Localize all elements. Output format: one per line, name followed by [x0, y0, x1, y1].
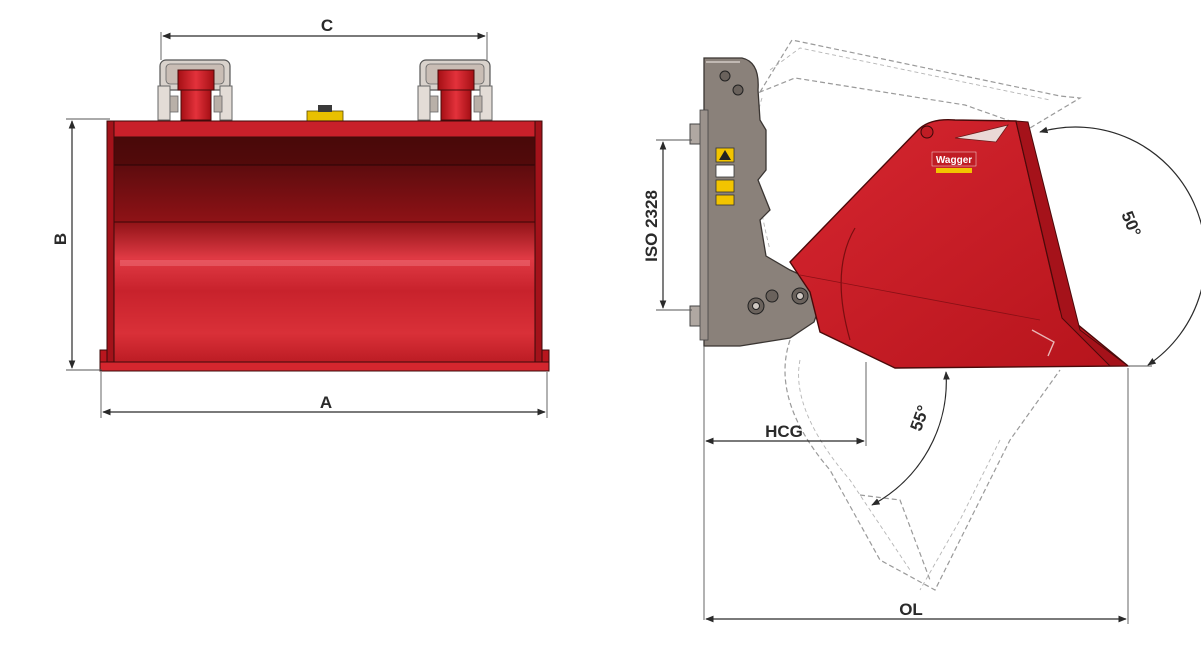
bucket-lowered-ghost: [784, 339, 1061, 591]
dimension-hcg: [703, 346, 867, 620]
mounting-plate: [689, 57, 823, 347]
angle-55-label: 55°: [907, 403, 934, 434]
angle-50-label: 50°: [1117, 208, 1144, 239]
dimension-iso-label: ISO 2328: [642, 190, 661, 262]
dimension-b-label: B: [51, 233, 70, 245]
dimension-ol: [705, 368, 1129, 624]
angle-50-arc: [1039, 126, 1201, 367]
dimension-c-label: C: [321, 16, 333, 35]
dimension-a-label: A: [320, 393, 332, 412]
bucket-front-body: [99, 120, 550, 372]
right-pin-bracket: [417, 59, 493, 121]
front-view: C B A: [51, 16, 550, 418]
dimension-ol-label: OL: [899, 600, 923, 619]
dimension-a: [100, 372, 548, 418]
side-view: Wagger 50° 55° ISO 2328 HCG: [642, 39, 1201, 624]
angle-55-arc: [871, 371, 950, 506]
dimension-b: [66, 118, 110, 371]
dimension-iso: [656, 139, 692, 311]
left-pin-bracket: [157, 59, 233, 121]
bucket-side-body: Wagger: [789, 119, 1130, 369]
dimension-c: [160, 32, 488, 60]
center-warning-block: [306, 105, 344, 123]
brand-label: Wagger: [936, 155, 972, 166]
dimension-hcg-label: HCG: [765, 422, 803, 441]
